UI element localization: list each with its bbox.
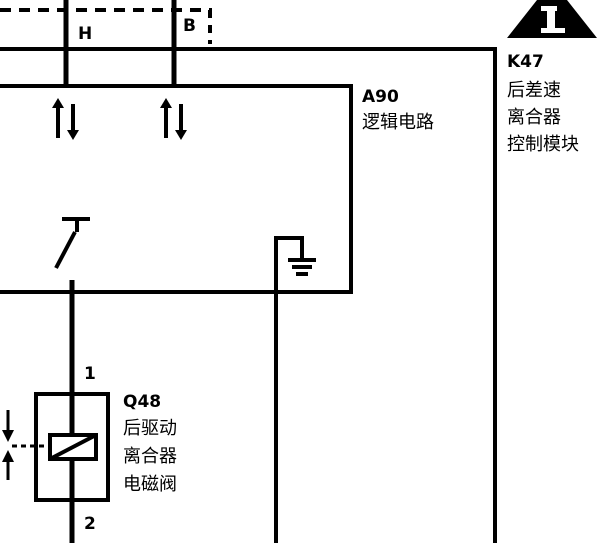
signal-wires (63, 0, 177, 86)
solenoid-pin-1: 1 (84, 364, 96, 384)
connector-outline (0, 8, 212, 44)
solenoid-name-line-1: 后驱动 (123, 418, 177, 439)
module-name-line-1: 后差速 (507, 80, 561, 101)
module-boundary (0, 47, 497, 543)
module-code: K47 (507, 52, 544, 72)
bidirectional-arrow-right-icon (160, 98, 187, 140)
connector-pin-h: H (78, 24, 92, 44)
solenoid-pin-2: 2 (84, 514, 96, 534)
module-name-line-3: 控制模块 (507, 134, 579, 155)
logic-name: 逻辑电路 (362, 112, 434, 133)
ground-icon (274, 236, 316, 543)
logic-code: A90 (362, 87, 399, 107)
solenoid-name-line-2: 离合器 (123, 446, 177, 467)
info-triangle-icon (507, 0, 597, 38)
switch-icon (54, 217, 90, 269)
solenoid-name-line-3: 电磁阀 (123, 474, 177, 495)
solenoid-code: Q48 (123, 392, 161, 412)
actuator-arrows-icon (2, 410, 14, 480)
connector-pin-b: B (183, 16, 196, 36)
solenoid-coil-icon (48, 433, 98, 461)
bidirectional-arrow-left-icon (52, 98, 79, 140)
module-name-line-2: 离合器 (507, 107, 561, 128)
